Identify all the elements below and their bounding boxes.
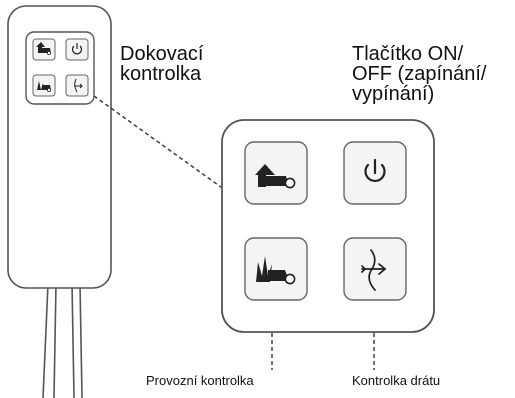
cut-wire-icon bbox=[361, 249, 387, 291]
running-button bbox=[244, 237, 308, 301]
stake bbox=[42, 283, 83, 398]
power-button bbox=[343, 141, 407, 205]
mini-house-mower-icon bbox=[36, 42, 52, 56]
mini-grass-mower-icon bbox=[37, 81, 52, 93]
power-button-label: Tlačítko ON/ OFF (zapínání/ vypínání) bbox=[352, 44, 487, 104]
mini-cut-wire-icon bbox=[74, 78, 83, 93]
grass-mower-icon bbox=[256, 256, 296, 285]
power-icon bbox=[364, 158, 386, 183]
wire-light-label: Kontrolka drátu bbox=[352, 373, 441, 388]
running-light-label: Provozní kontrolka bbox=[146, 373, 254, 388]
remote-unit bbox=[7, 5, 112, 289]
power-label-line-1: Tlačítko ON/ bbox=[352, 43, 464, 65]
docking-label-line-1: Dokovací bbox=[120, 43, 204, 65]
house-mower-icon bbox=[255, 164, 296, 189]
wire-button bbox=[343, 237, 407, 301]
docking-light-label: Dokovací kontrolka bbox=[120, 44, 203, 84]
docking-button bbox=[244, 141, 308, 205]
power-label-line-2: OFF (zapínání/ bbox=[352, 63, 487, 85]
power-label-line-3: vypínání) bbox=[352, 83, 435, 105]
mini-power-icon bbox=[71, 43, 83, 55]
docking-label-line-2: kontrolka bbox=[120, 63, 202, 85]
